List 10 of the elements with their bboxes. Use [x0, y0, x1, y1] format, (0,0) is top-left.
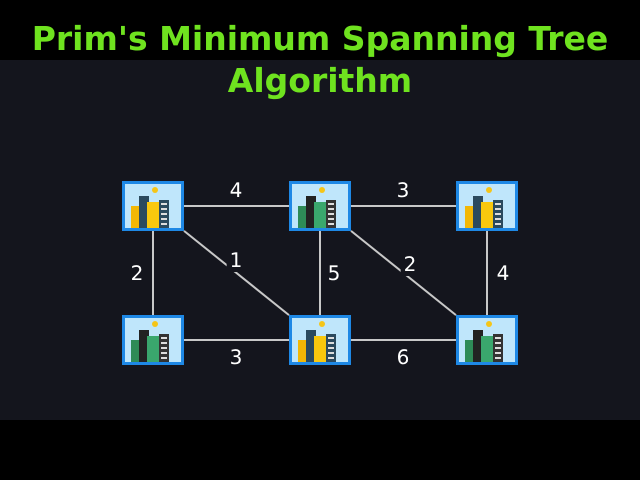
edge-line [486, 231, 488, 315]
title: Prim's Minimum Spanning Tree Algorithm [30, 18, 610, 102]
edge-line [351, 339, 456, 341]
edge-line [351, 205, 456, 207]
edge-line [184, 339, 289, 341]
edge-line [350, 230, 457, 316]
edge-line [184, 205, 289, 207]
edge-line [183, 230, 290, 316]
edge-line [319, 231, 321, 315]
edge-line [152, 231, 154, 315]
